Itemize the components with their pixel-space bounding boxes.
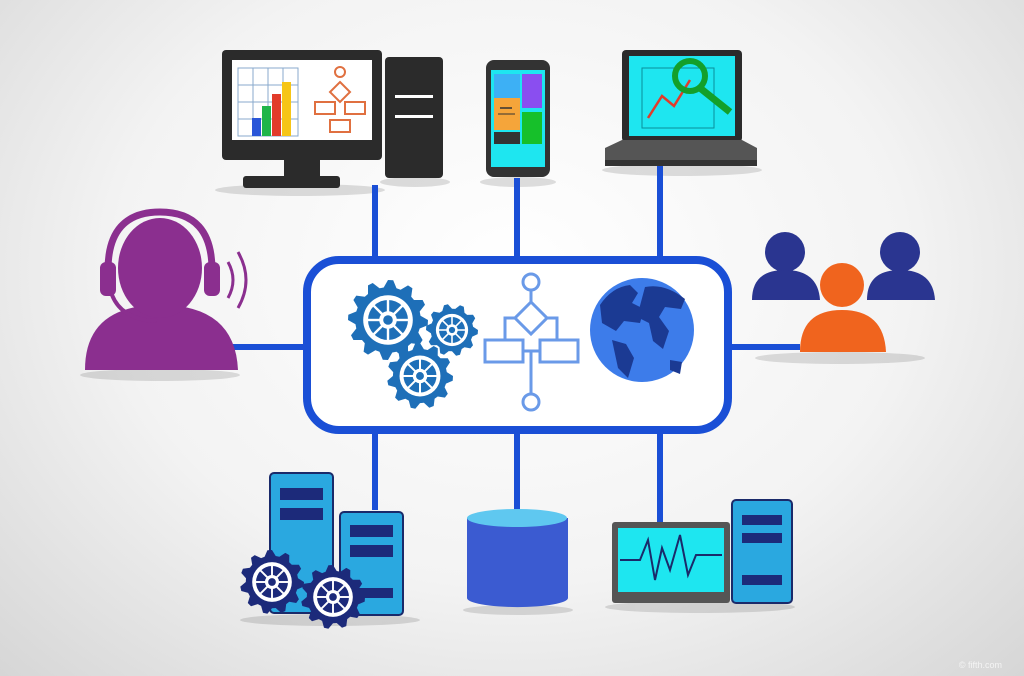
gear-icon (387, 343, 453, 409)
smartphone-icon (486, 60, 550, 177)
support-agent-icon (85, 208, 248, 370)
connector-lines (230, 166, 800, 522)
user-group-icon (752, 232, 935, 352)
flowchart-icon (483, 272, 580, 412)
gear-icon (426, 304, 478, 356)
monitoring-server-icon (612, 499, 793, 604)
globe-icon (590, 278, 694, 382)
gear-icon (348, 280, 428, 360)
watermark: © fifth.com (958, 660, 1002, 670)
gear-icon (240, 550, 304, 614)
database-icon (467, 509, 568, 608)
desktop-computer-icon (222, 50, 443, 188)
laptop-analytics-icon (605, 50, 757, 166)
gears-icon (348, 280, 478, 409)
gear-icon (301, 565, 365, 629)
server-gears-icon (240, 472, 404, 629)
